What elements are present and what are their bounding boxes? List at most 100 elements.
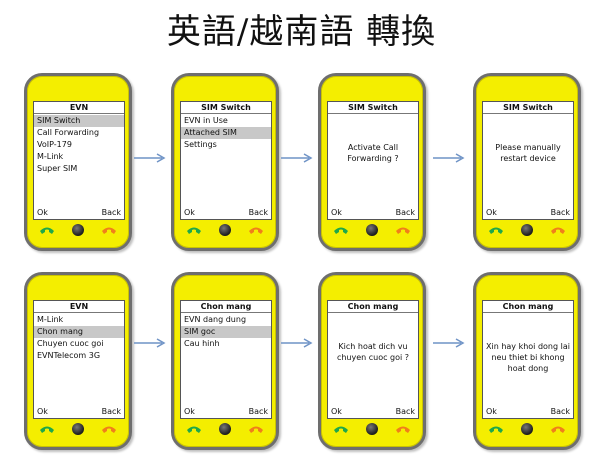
center-button-icon[interactable] — [366, 423, 378, 435]
screen-title: EVN — [34, 102, 124, 114]
menu-item[interactable]: Chuyen cuoc goi — [37, 339, 104, 348]
menu-item[interactable]: VoIP-179 — [37, 140, 72, 149]
menu-item[interactable]: Cau hinh — [184, 339, 220, 348]
softkey-ok[interactable]: Ok — [184, 407, 195, 416]
dialog-message: Kich hoat dich vu chuyen cuoc goi ? — [336, 342, 410, 362]
call-key-icon[interactable] — [39, 225, 55, 235]
phone-keys — [35, 222, 121, 242]
end-key-icon[interactable] — [248, 424, 264, 434]
call-key-icon[interactable] — [186, 424, 202, 434]
phone-keys — [329, 421, 415, 441]
dialog-message: Xin hay khoi dong lai neu thiet bi khong… — [486, 342, 570, 373]
end-key-icon[interactable] — [101, 424, 117, 434]
softkey-ok[interactable]: Ok — [37, 208, 48, 217]
screen-title: SIM Switch — [328, 102, 418, 114]
menu-item[interactable]: EVNTelecom 3G — [37, 351, 101, 360]
screen-title: EVN — [34, 301, 124, 313]
screen-title: Chon mang — [181, 301, 271, 313]
softkey-back[interactable]: Back — [101, 407, 121, 416]
center-button-icon[interactable] — [366, 224, 378, 236]
menu-item[interactable]: EVN in Use — [184, 116, 228, 125]
softkey-back[interactable]: Back — [395, 407, 415, 416]
menu-item[interactable]: SIM goc — [181, 326, 271, 338]
softkey-ok[interactable]: Ok — [486, 208, 497, 217]
softkey-ok[interactable]: Ok — [37, 407, 48, 416]
call-key-icon[interactable] — [39, 424, 55, 434]
phone-keys — [35, 421, 121, 441]
center-button-icon[interactable] — [219, 423, 231, 435]
phone-keys — [484, 421, 570, 441]
menu-item[interactable]: SIM Switch — [34, 115, 124, 127]
softkey-ok[interactable]: Ok — [331, 208, 342, 217]
center-button-icon[interactable] — [72, 423, 84, 435]
right-arrow-icon — [281, 153, 313, 163]
center-button-icon[interactable] — [72, 224, 84, 236]
softkey-back[interactable]: Back — [395, 208, 415, 217]
dialog-message: Please manually restart device — [495, 143, 561, 163]
softkey-back[interactable]: Back — [101, 208, 121, 217]
end-key-icon[interactable] — [395, 225, 411, 235]
menu-item[interactable]: Super SIM — [37, 164, 78, 173]
dialog-message: Activate Call Forwarding ? — [347, 143, 399, 163]
menu-item[interactable]: EVN dang dung — [184, 315, 247, 324]
call-key-icon[interactable] — [186, 225, 202, 235]
call-key-icon[interactable] — [333, 225, 349, 235]
page-title: 英語/越南語 轉換 — [166, 12, 437, 52]
menu-item[interactable]: Chon mang — [34, 326, 124, 338]
call-key-icon[interactable] — [488, 225, 504, 235]
softkey-ok[interactable]: Ok — [331, 407, 342, 416]
phone-keys — [329, 222, 415, 242]
center-button-icon[interactable] — [521, 224, 533, 236]
end-key-icon[interactable] — [395, 424, 411, 434]
end-key-icon[interactable] — [550, 225, 566, 235]
softkey-ok[interactable]: Ok — [486, 407, 497, 416]
right-arrow-icon — [433, 153, 465, 163]
right-arrow-icon — [134, 338, 166, 348]
phone-keys — [182, 222, 268, 242]
menu-item[interactable]: M-Link — [37, 315, 64, 324]
softkey-ok[interactable]: Ok — [184, 208, 195, 217]
menu-item[interactable]: Attached SIM — [181, 127, 271, 139]
end-key-icon[interactable] — [101, 225, 117, 235]
phone-keys — [484, 222, 570, 242]
screen-title: SIM Switch — [483, 102, 573, 114]
menu-item[interactable]: Settings — [184, 140, 217, 149]
right-arrow-icon — [281, 338, 313, 348]
softkey-back[interactable]: Back — [248, 407, 268, 416]
center-button-icon[interactable] — [219, 224, 231, 236]
softkey-back[interactable]: Back — [550, 208, 570, 217]
softkey-back[interactable]: Back — [550, 407, 570, 416]
right-arrow-icon — [134, 153, 166, 163]
softkey-back[interactable]: Back — [248, 208, 268, 217]
screen-title: Chon mang — [483, 301, 573, 313]
screen-title: Chon mang — [328, 301, 418, 313]
end-key-icon[interactable] — [550, 424, 566, 434]
menu-item[interactable]: M-Link — [37, 152, 64, 161]
menu-item[interactable]: Call Forwarding — [37, 128, 100, 137]
screen-title: SIM Switch — [181, 102, 271, 114]
call-key-icon[interactable] — [333, 424, 349, 434]
end-key-icon[interactable] — [248, 225, 264, 235]
call-key-icon[interactable] — [488, 424, 504, 434]
center-button-icon[interactable] — [521, 423, 533, 435]
phone-keys — [182, 421, 268, 441]
